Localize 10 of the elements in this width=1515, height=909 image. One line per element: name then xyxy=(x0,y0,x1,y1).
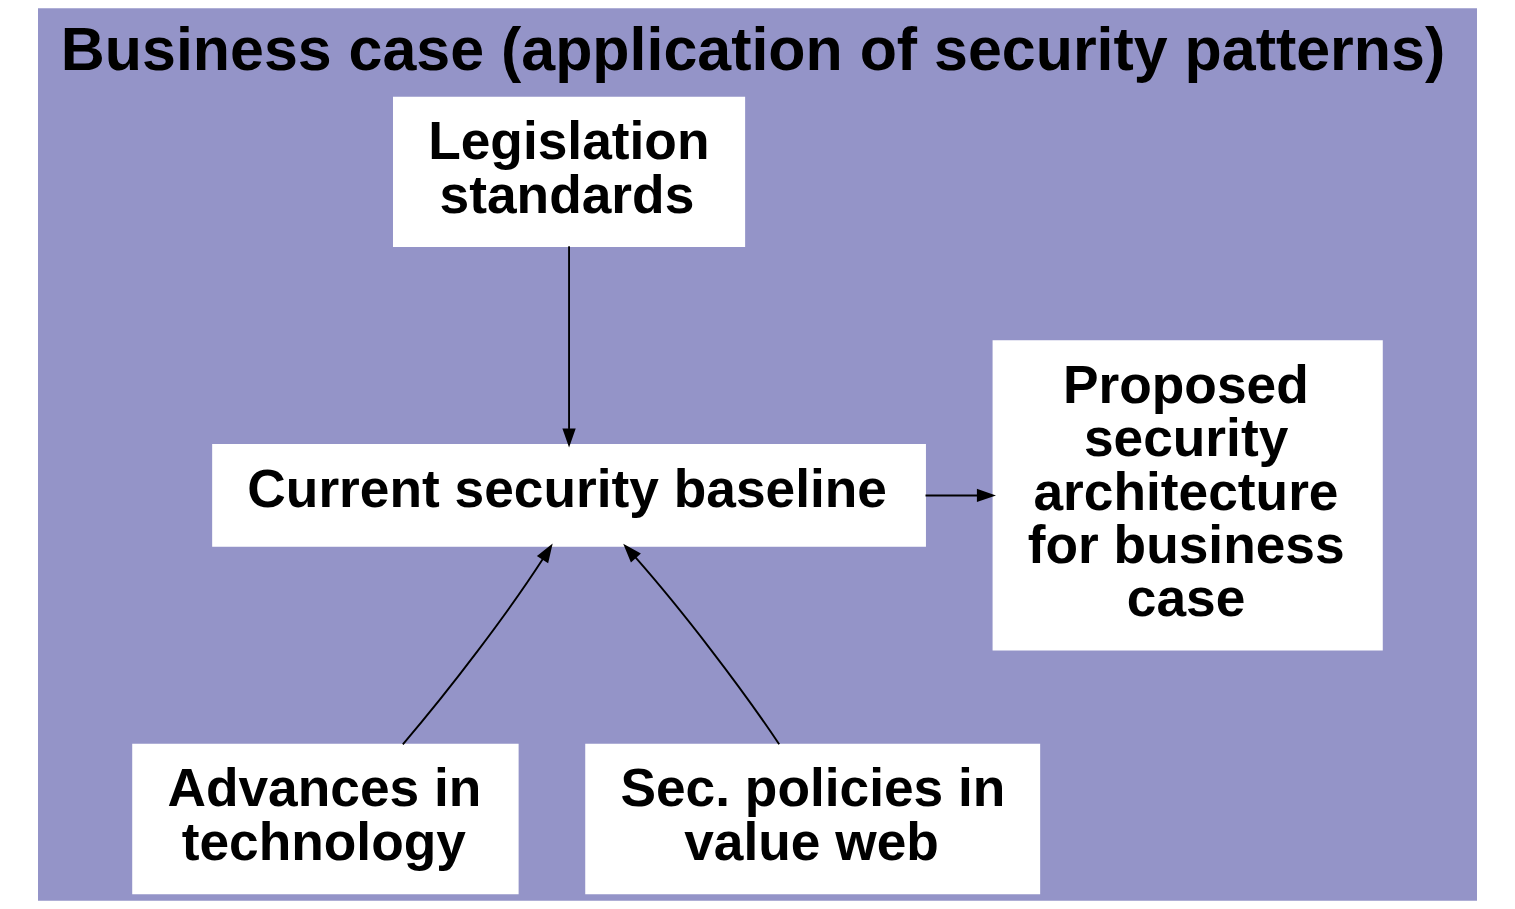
node-box: Proposed security architecture for business case xyxy=(992,340,1383,651)
node-box: Legislation standards xyxy=(393,96,746,247)
arrow xyxy=(924,488,996,503)
node-box: Sec. policies in value web xyxy=(585,743,1041,895)
diagram-title: Business case (application of security patterns) xyxy=(60,15,1446,84)
arrow xyxy=(623,543,781,746)
arrow xyxy=(401,543,553,746)
arrow xyxy=(562,245,576,448)
node-box: Current security baseline xyxy=(212,444,926,547)
node-box: Advances in technology xyxy=(132,743,519,895)
